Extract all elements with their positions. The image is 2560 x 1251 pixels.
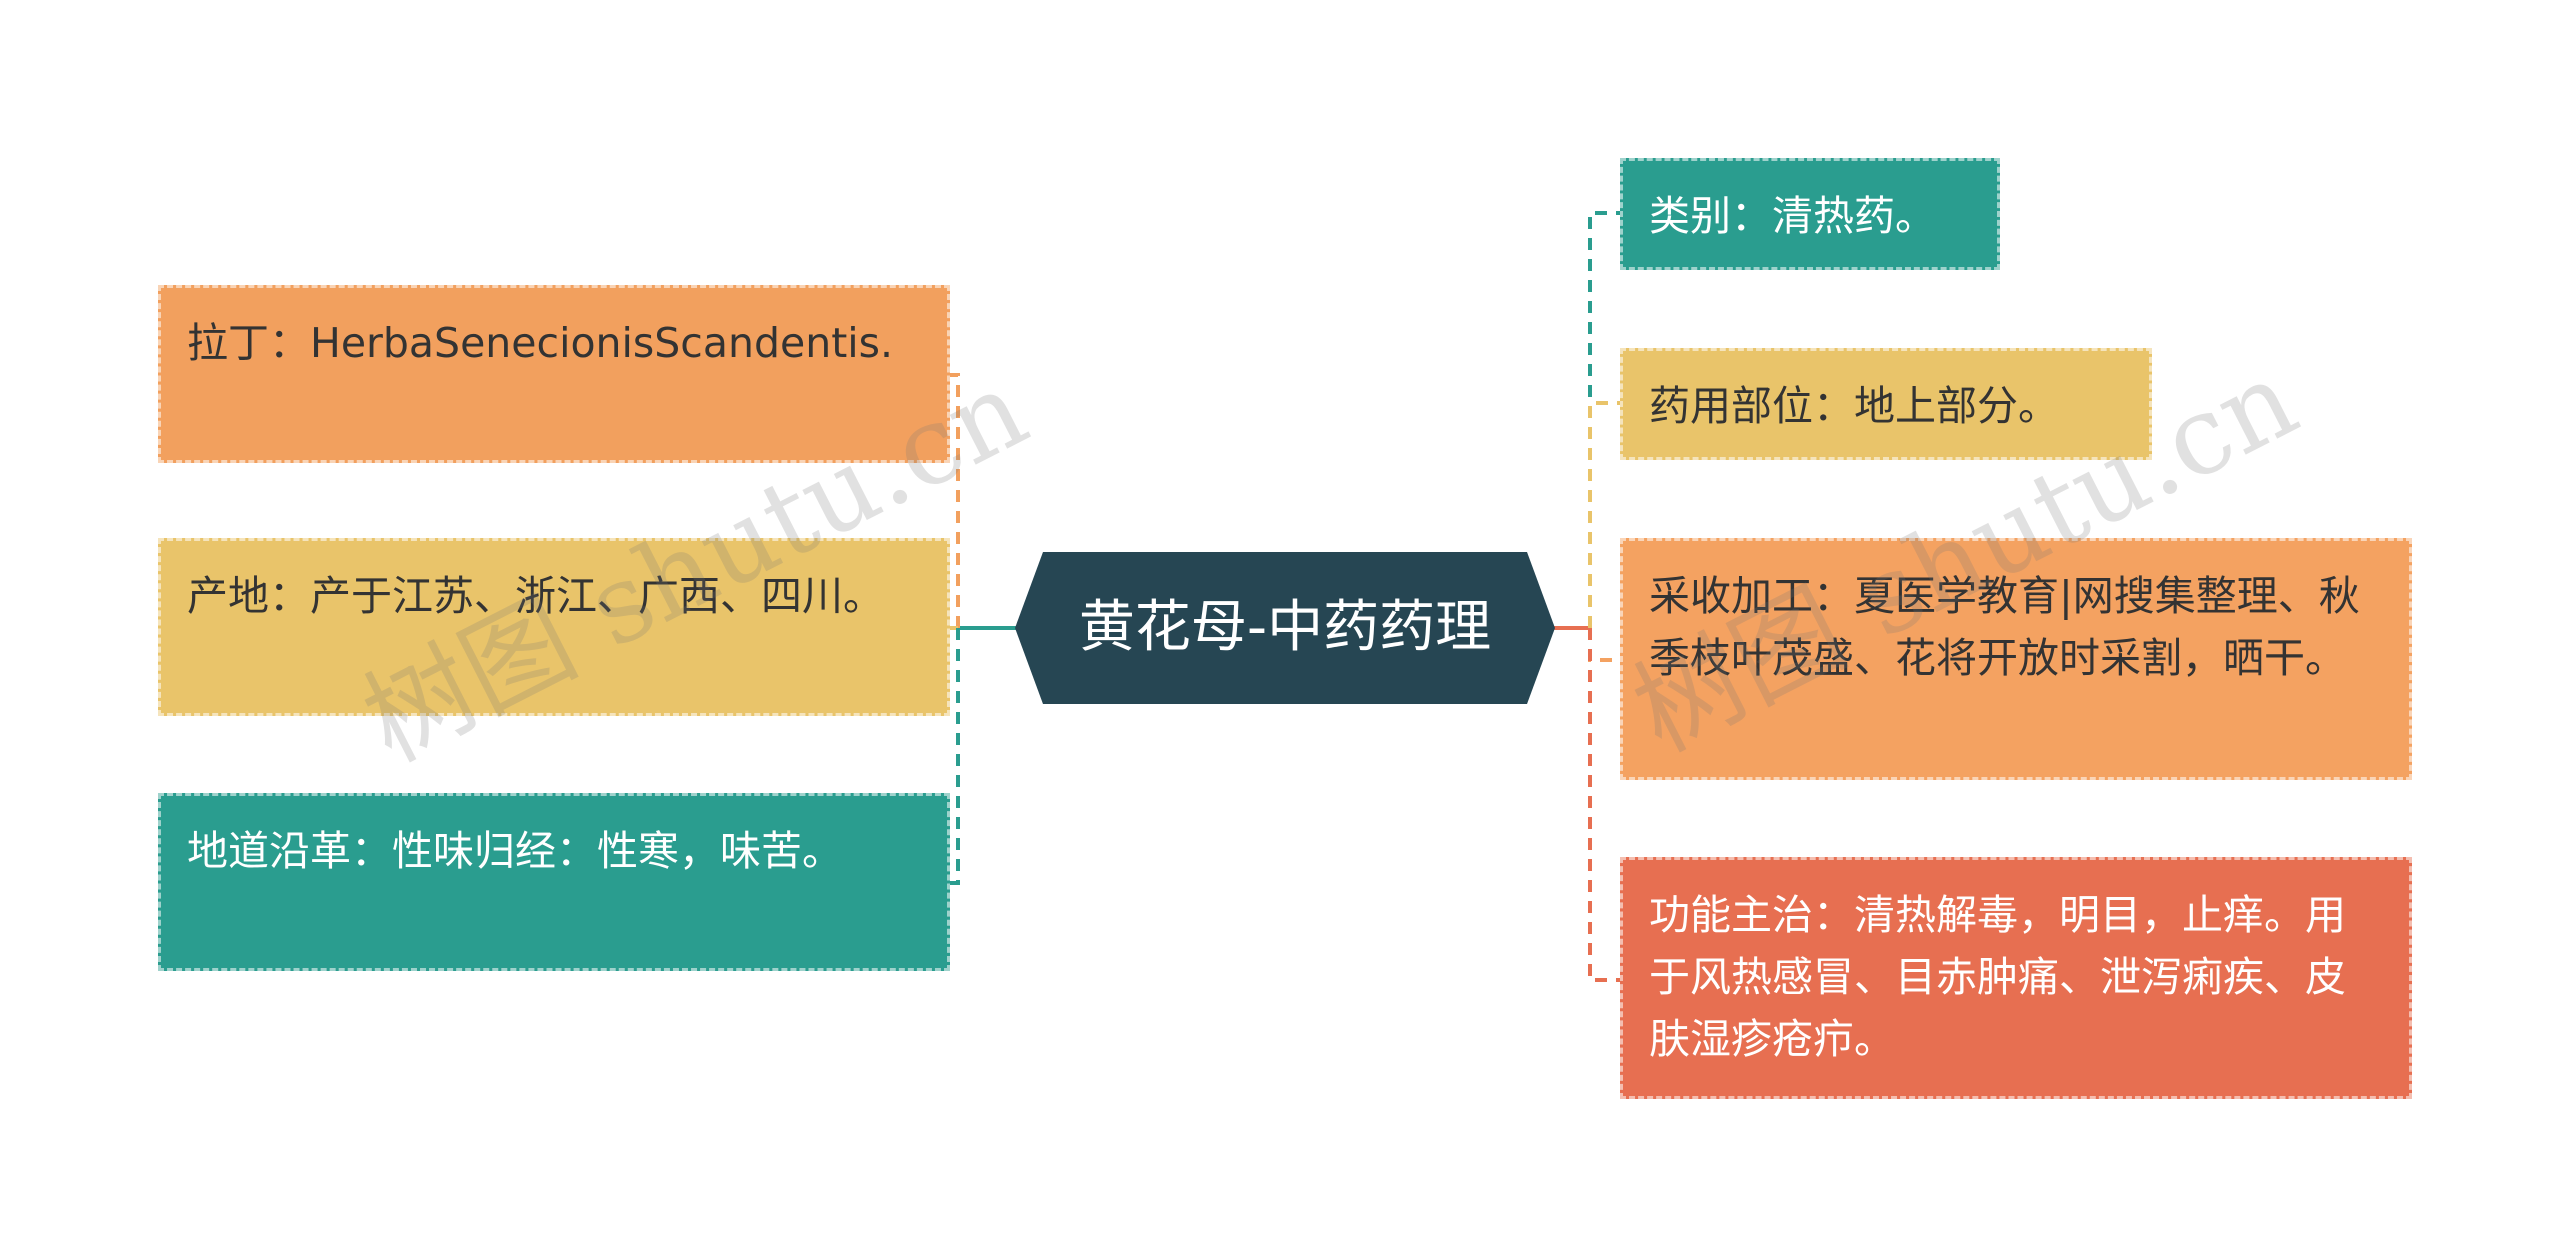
right-node-processing[interactable]: 采收加工：夏医学教育|网搜集整理、秋季枝叶茂盛、花将开放时采割，晒干。 xyxy=(1620,538,2412,780)
connector-right-1 xyxy=(1588,211,1620,628)
left-node-origin[interactable]: 产地：产于江苏、浙江、广西、四川。 xyxy=(158,538,950,716)
right-node-functions-text: 功能主治：清热解毒，明目，止痒。用于风热感冒、目赤肿痛、泄泻痢疾、皮肤湿疹疮疖。 xyxy=(1649,891,2346,1063)
right-node-medicinal-part-text: 药用部位：地上部分。 xyxy=(1649,382,2059,430)
right-node-processing-text: 采收加工：夏医学教育|网搜集整理、秋季枝叶茂盛、花将开放时采割，晒干。 xyxy=(1649,572,2360,682)
right-node-category-text: 类别：清热药。 xyxy=(1649,192,1936,240)
left-node-latin[interactable]: 拉丁：HerbaSenecionisScandentis. xyxy=(158,285,950,463)
right-node-functions[interactable]: 功能主治：清热解毒，明目，止痒。用于风热感冒、目赤肿痛、泄泻痢疾、皮肤湿疹疮疖。 xyxy=(1620,857,2412,1099)
center-topic-shape xyxy=(1015,552,1555,704)
center-topic[interactable]: 黄花母-中药药理 xyxy=(1015,552,1555,704)
left-node-properties[interactable]: 地道沿革：性味归经：性寒，味苦。 xyxy=(158,793,950,971)
right-node-medicinal-part[interactable]: 药用部位：地上部分。 xyxy=(1620,348,2152,460)
left-node-properties-text: 地道沿革：性味归经：性寒，味苦。 xyxy=(187,827,843,875)
left-node-latin-text: 拉丁：HerbaSenecionisScandentis. xyxy=(187,319,894,367)
left-node-origin-text: 产地：产于江苏、浙江、广西、四川。 xyxy=(187,572,884,620)
connector-right-3 xyxy=(1588,628,1620,662)
connector-right-2 xyxy=(1588,401,1620,628)
connector-right-4 xyxy=(1588,628,1620,982)
center-topic-title: 黄花母-中药药理 xyxy=(1078,595,1492,660)
right-node-category[interactable]: 类别：清热药。 xyxy=(1620,158,2000,270)
